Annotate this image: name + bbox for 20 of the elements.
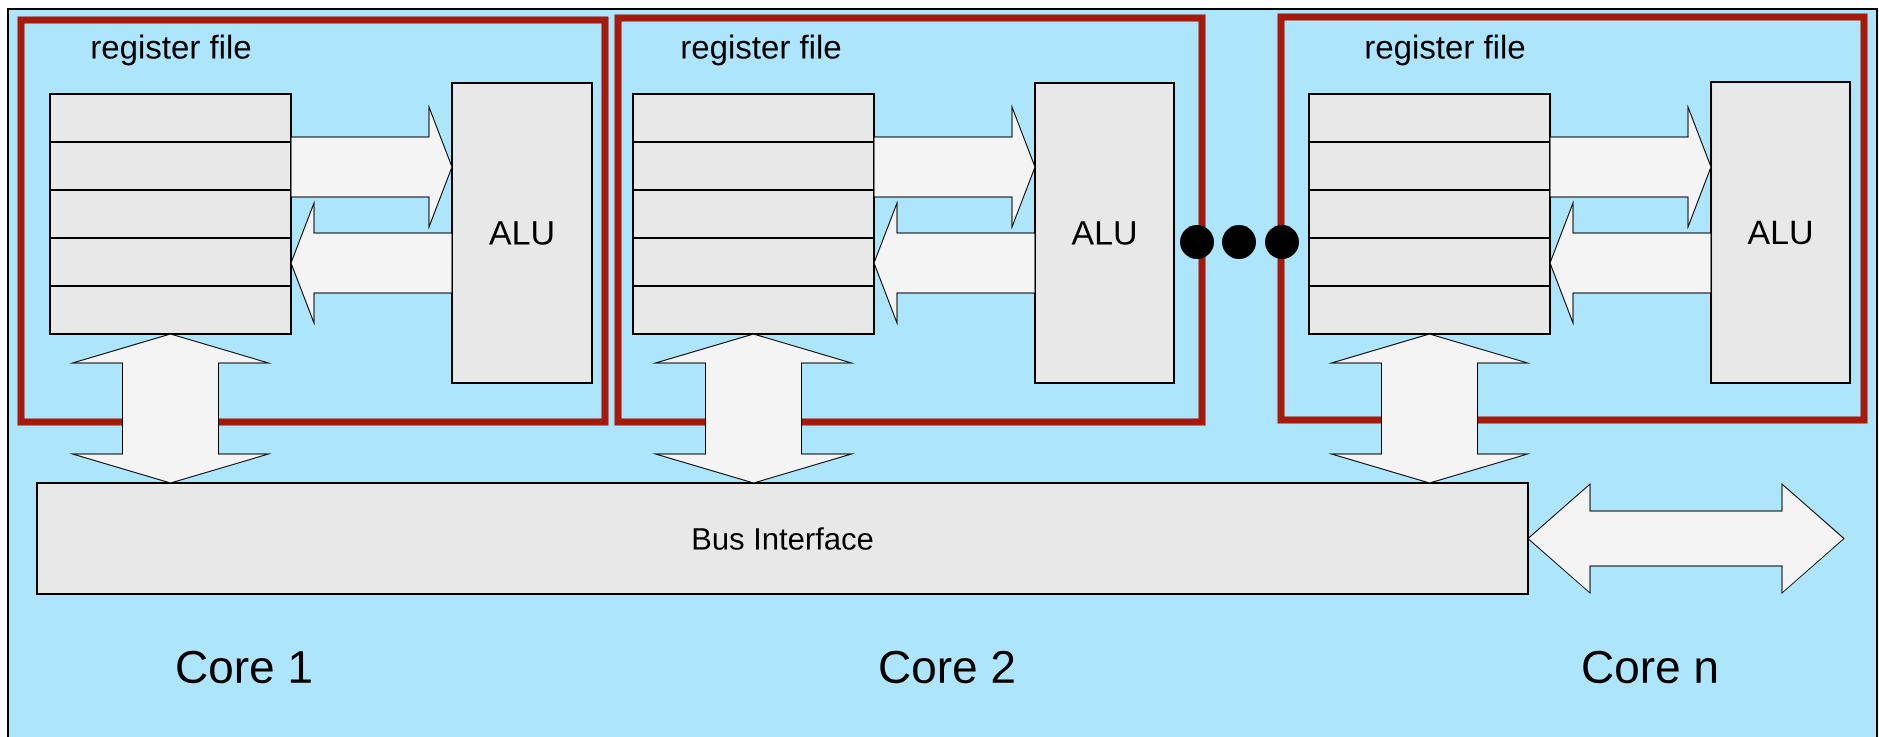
core-label: Core 1	[177, 650, 311, 684]
block-arrow	[72, 333, 269, 484]
alu-box: ALU	[451, 82, 593, 384]
block-arrow	[655, 333, 852, 484]
block-arrow	[1331, 333, 1528, 484]
block-arrow	[1549, 106, 1712, 228]
alu-box: ALU	[1710, 81, 1851, 384]
register-stack	[1308, 93, 1551, 335]
alu-box: ALU	[1034, 82, 1175, 384]
block-arrow	[873, 202, 1036, 324]
register-stack	[632, 93, 875, 335]
register-stack	[49, 93, 292, 335]
block-arrow	[290, 106, 453, 228]
block-arrow	[873, 106, 1036, 228]
bus-interface-box: Bus Interface	[36, 482, 1529, 595]
core-label: Core n	[1583, 650, 1716, 684]
block-arrow	[1549, 202, 1712, 324]
block-arrow	[1527, 483, 1845, 594]
core-label: Core 2	[880, 650, 1014, 684]
block-arrow	[290, 202, 453, 324]
